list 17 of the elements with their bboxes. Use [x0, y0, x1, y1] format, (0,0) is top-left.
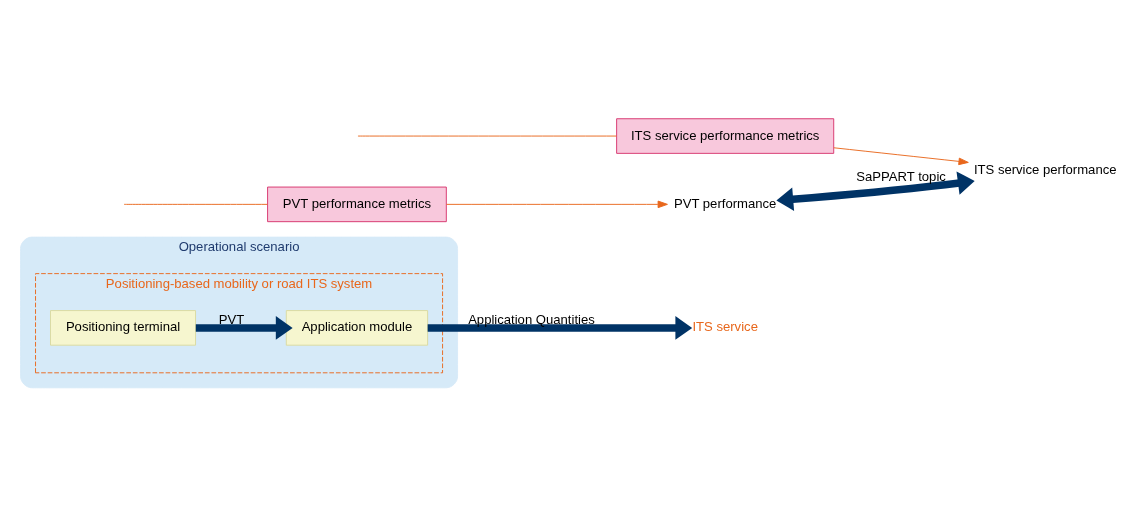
node-text: ITS service performance [973, 161, 1117, 177]
node-text: ITS service [692, 318, 758, 334]
arrow [446, 200, 668, 208]
connector [357, 135, 617, 136]
node-box: PVT performance metrics [267, 186, 447, 222]
edge-label: PVT [218, 311, 245, 327]
node-box: Application module [285, 309, 429, 346]
arrow [195, 315, 293, 340]
node-box: Positioning terminal [50, 309, 196, 346]
arrow [427, 315, 693, 340]
edge-label: SaPPART topic [856, 168, 946, 184]
connector [123, 203, 268, 205]
arrow [776, 171, 975, 211]
arrow [833, 146, 969, 165]
node-text: PVT performance [673, 195, 777, 211]
edge-label: Application Quantities [468, 311, 595, 327]
node-box: ITS service performance metrics [616, 117, 835, 154]
